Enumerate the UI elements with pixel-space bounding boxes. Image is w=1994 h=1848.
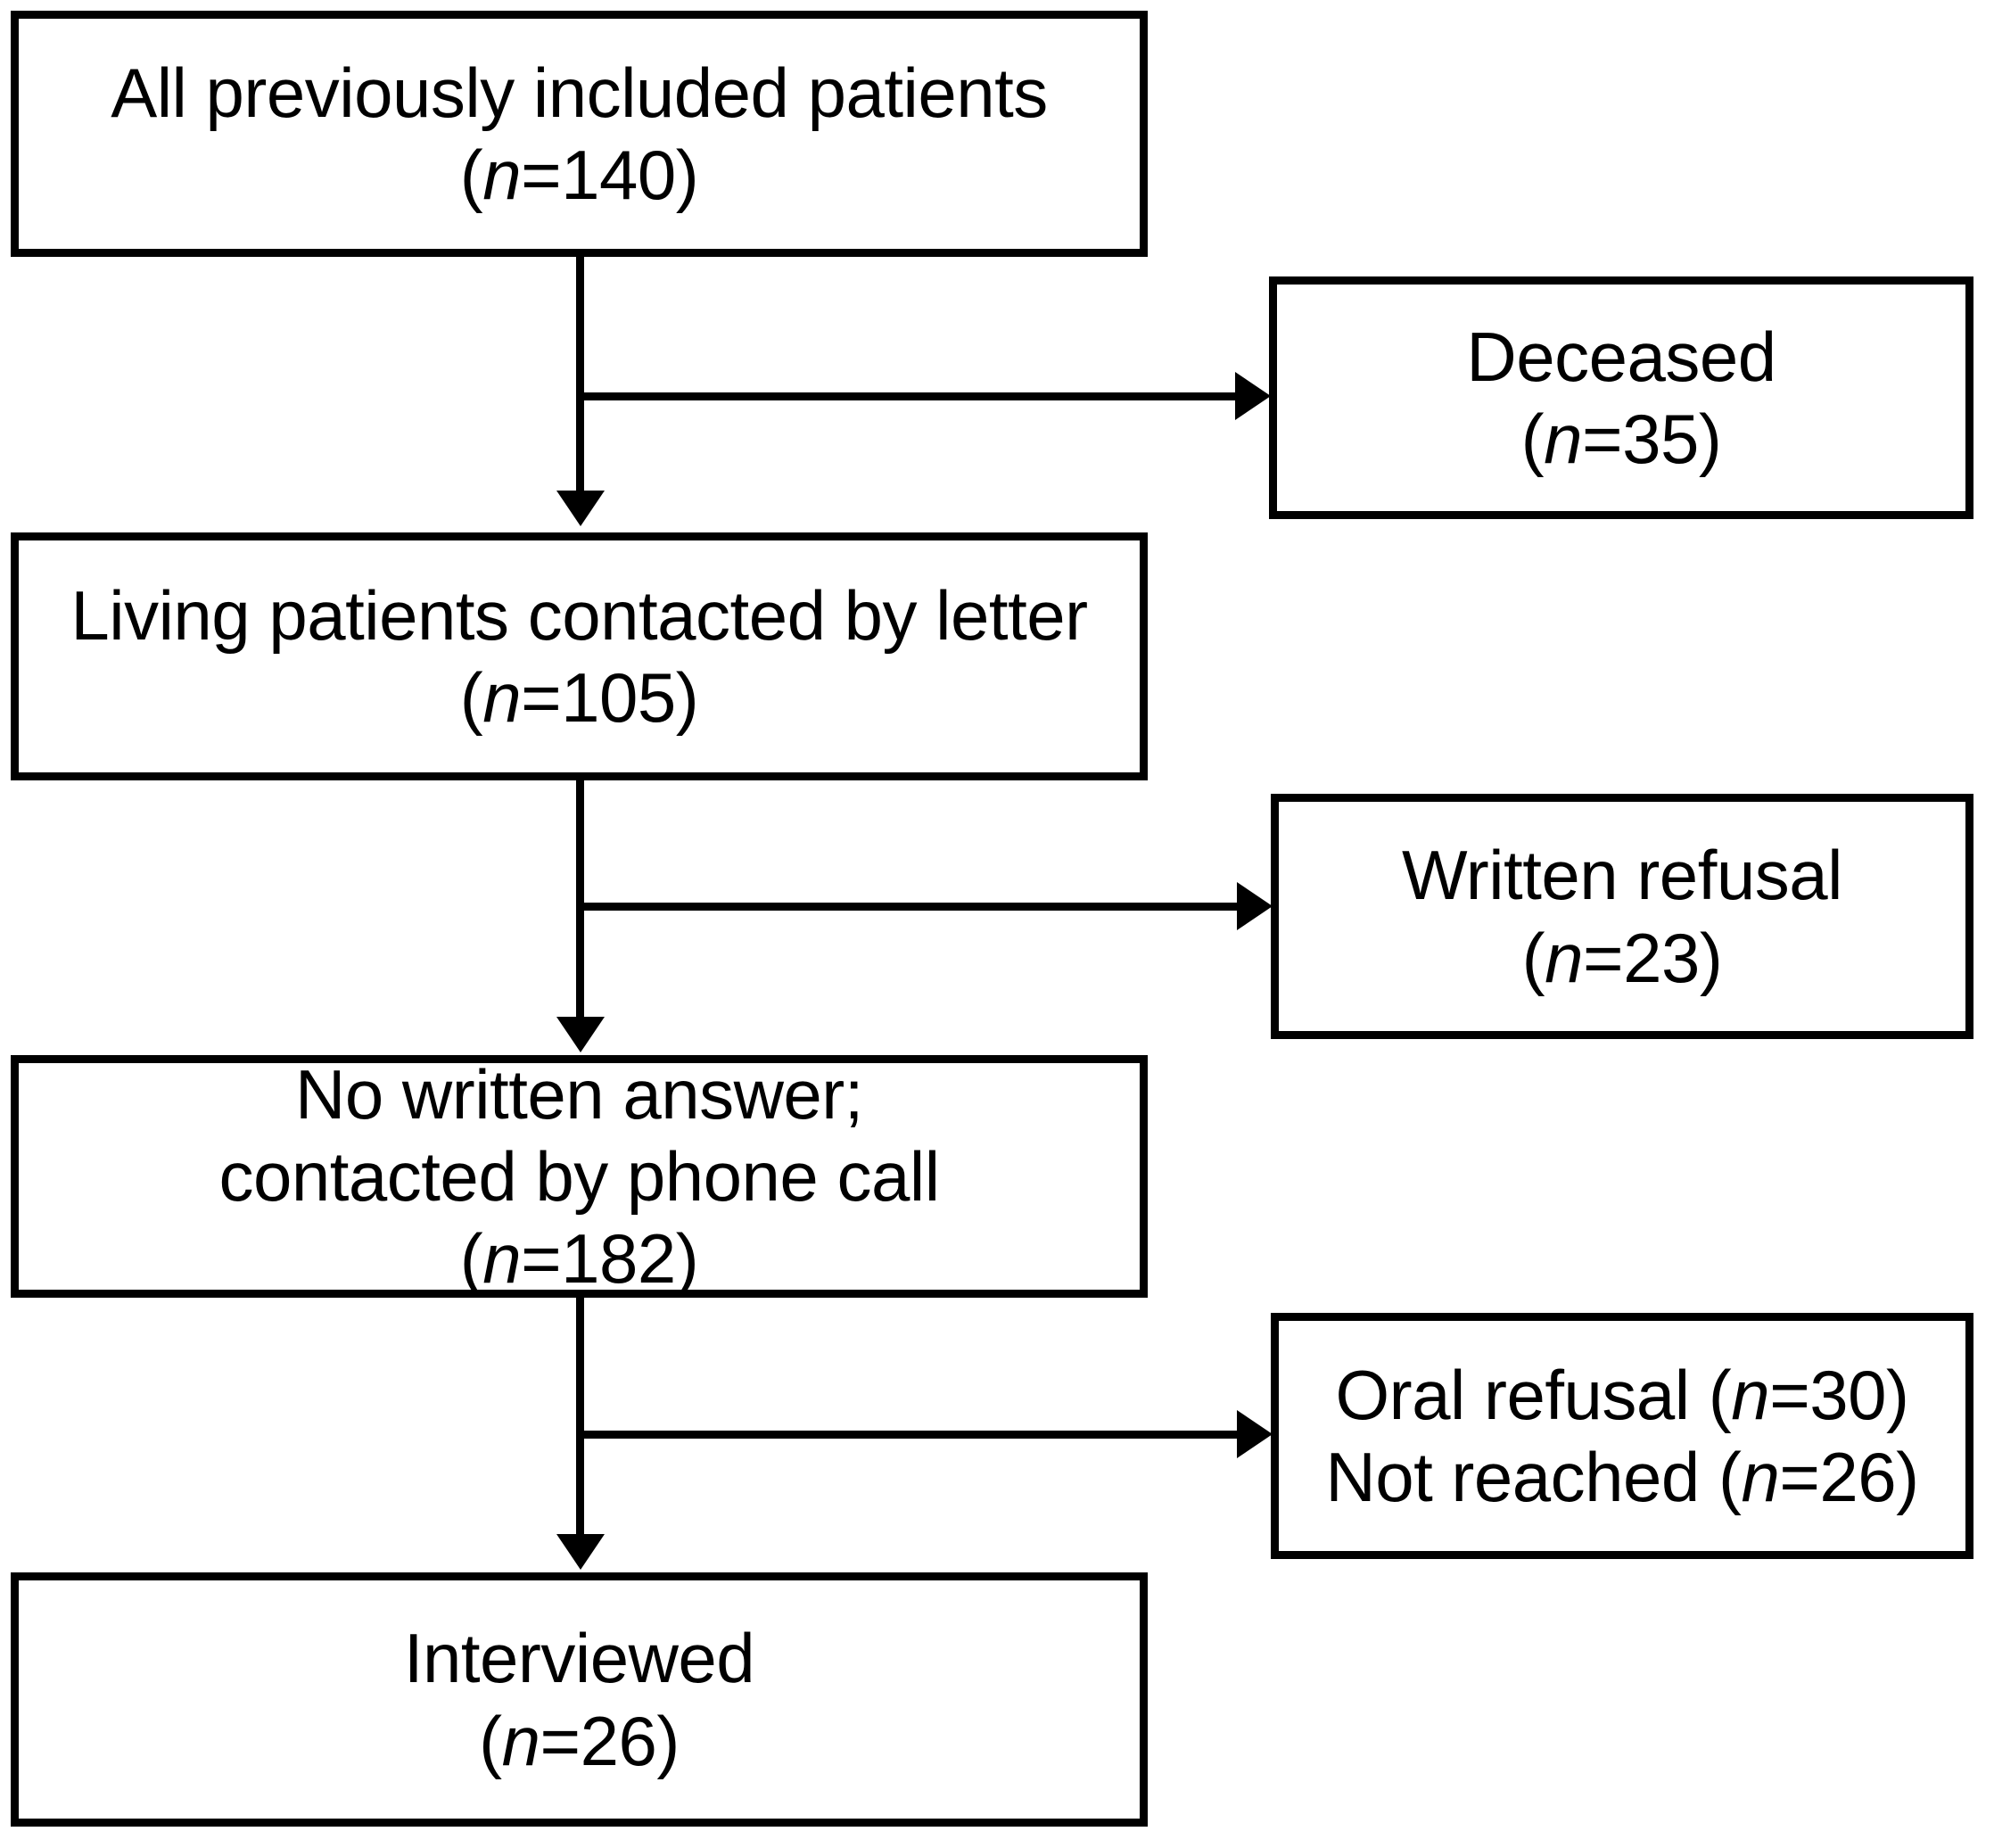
node-count-living-letter: (n=105) <box>459 658 699 737</box>
node-label-all-patients: All previously included patients <box>111 53 1048 132</box>
node-count-deceased: (n=35) <box>1520 400 1722 478</box>
arrowhead-no-written-answer-to-oral-refusal <box>1237 1410 1273 1458</box>
connector-no-written-answer-to-oral-refusal <box>580 1431 1237 1439</box>
connector-all-patients-to-deceased <box>580 392 1235 400</box>
n-symbol: n <box>501 1701 540 1780</box>
node-deceased: Deceased (n=35) <box>1269 276 1973 519</box>
n-symbol: n <box>482 136 522 214</box>
connector-all-patients-to-living <box>576 257 584 493</box>
arrowhead-living-to-written-refusal <box>1237 882 1273 930</box>
node-label-living-letter: Living patients contacted by letter <box>70 575 1088 655</box>
node-no-written-answer: No written answer; contacted by phone ca… <box>11 1055 1148 1298</box>
arrowhead-no-written-answer-to-interviewed <box>556 1534 605 1570</box>
node-written-refusal: Written refusal (n=23) <box>1271 794 1973 1039</box>
connector-living-to-no-written-answer <box>576 780 584 1019</box>
node-label-not-reached: Not reached (n=26) <box>1325 1438 1919 1516</box>
oral-refusal-text: Oral refusal <box>1335 1355 1691 1434</box>
node-oral-refusal-not-reached: Oral refusal (n=30) Not reached (n=26) <box>1271 1313 1973 1559</box>
connector-living-to-written-refusal <box>580 903 1237 911</box>
n-symbol: n <box>482 658 522 737</box>
node-all-previously-included-patients: All previously included patients (n=140) <box>11 11 1148 257</box>
not-reached-text: Not reached <box>1325 1438 1700 1516</box>
n-symbol: n <box>1731 1355 1770 1434</box>
node-count-no-written-answer: (n=182) <box>459 1219 699 1299</box>
connector-no-written-answer-to-interviewed <box>576 1298 584 1537</box>
node-label-interviewed: Interviewed <box>403 1619 755 1698</box>
node-count-interviewed: (n=26) <box>479 1701 680 1780</box>
node-label-written-refusal: Written refusal <box>1402 836 1842 915</box>
arrowhead-all-patients-to-deceased <box>1235 372 1271 420</box>
node-label-no-written-answer-line2: contacted by phone call <box>218 1136 940 1216</box>
n-symbol: n <box>1741 1438 1780 1516</box>
n-symbol: n <box>1545 918 1584 997</box>
node-living-patients-contacted-by-letter: Living patients contacted by letter (n=1… <box>11 532 1148 780</box>
node-count-all-patients: (n=140) <box>459 136 699 214</box>
n-symbol: n <box>482 1219 522 1299</box>
n-symbol: n <box>1544 400 1583 478</box>
node-label-deceased: Deceased <box>1466 317 1776 396</box>
arrowhead-all-patients-to-living <box>556 491 605 526</box>
node-count-written-refusal: (n=23) <box>1521 918 1723 997</box>
node-label-oral-refusal: Oral refusal (n=30) <box>1335 1355 1909 1434</box>
node-label-no-written-answer-line1: No written answer; <box>295 1054 863 1134</box>
arrowhead-living-to-no-written-answer <box>556 1017 605 1052</box>
node-interviewed: Interviewed (n=26) <box>11 1572 1148 1827</box>
